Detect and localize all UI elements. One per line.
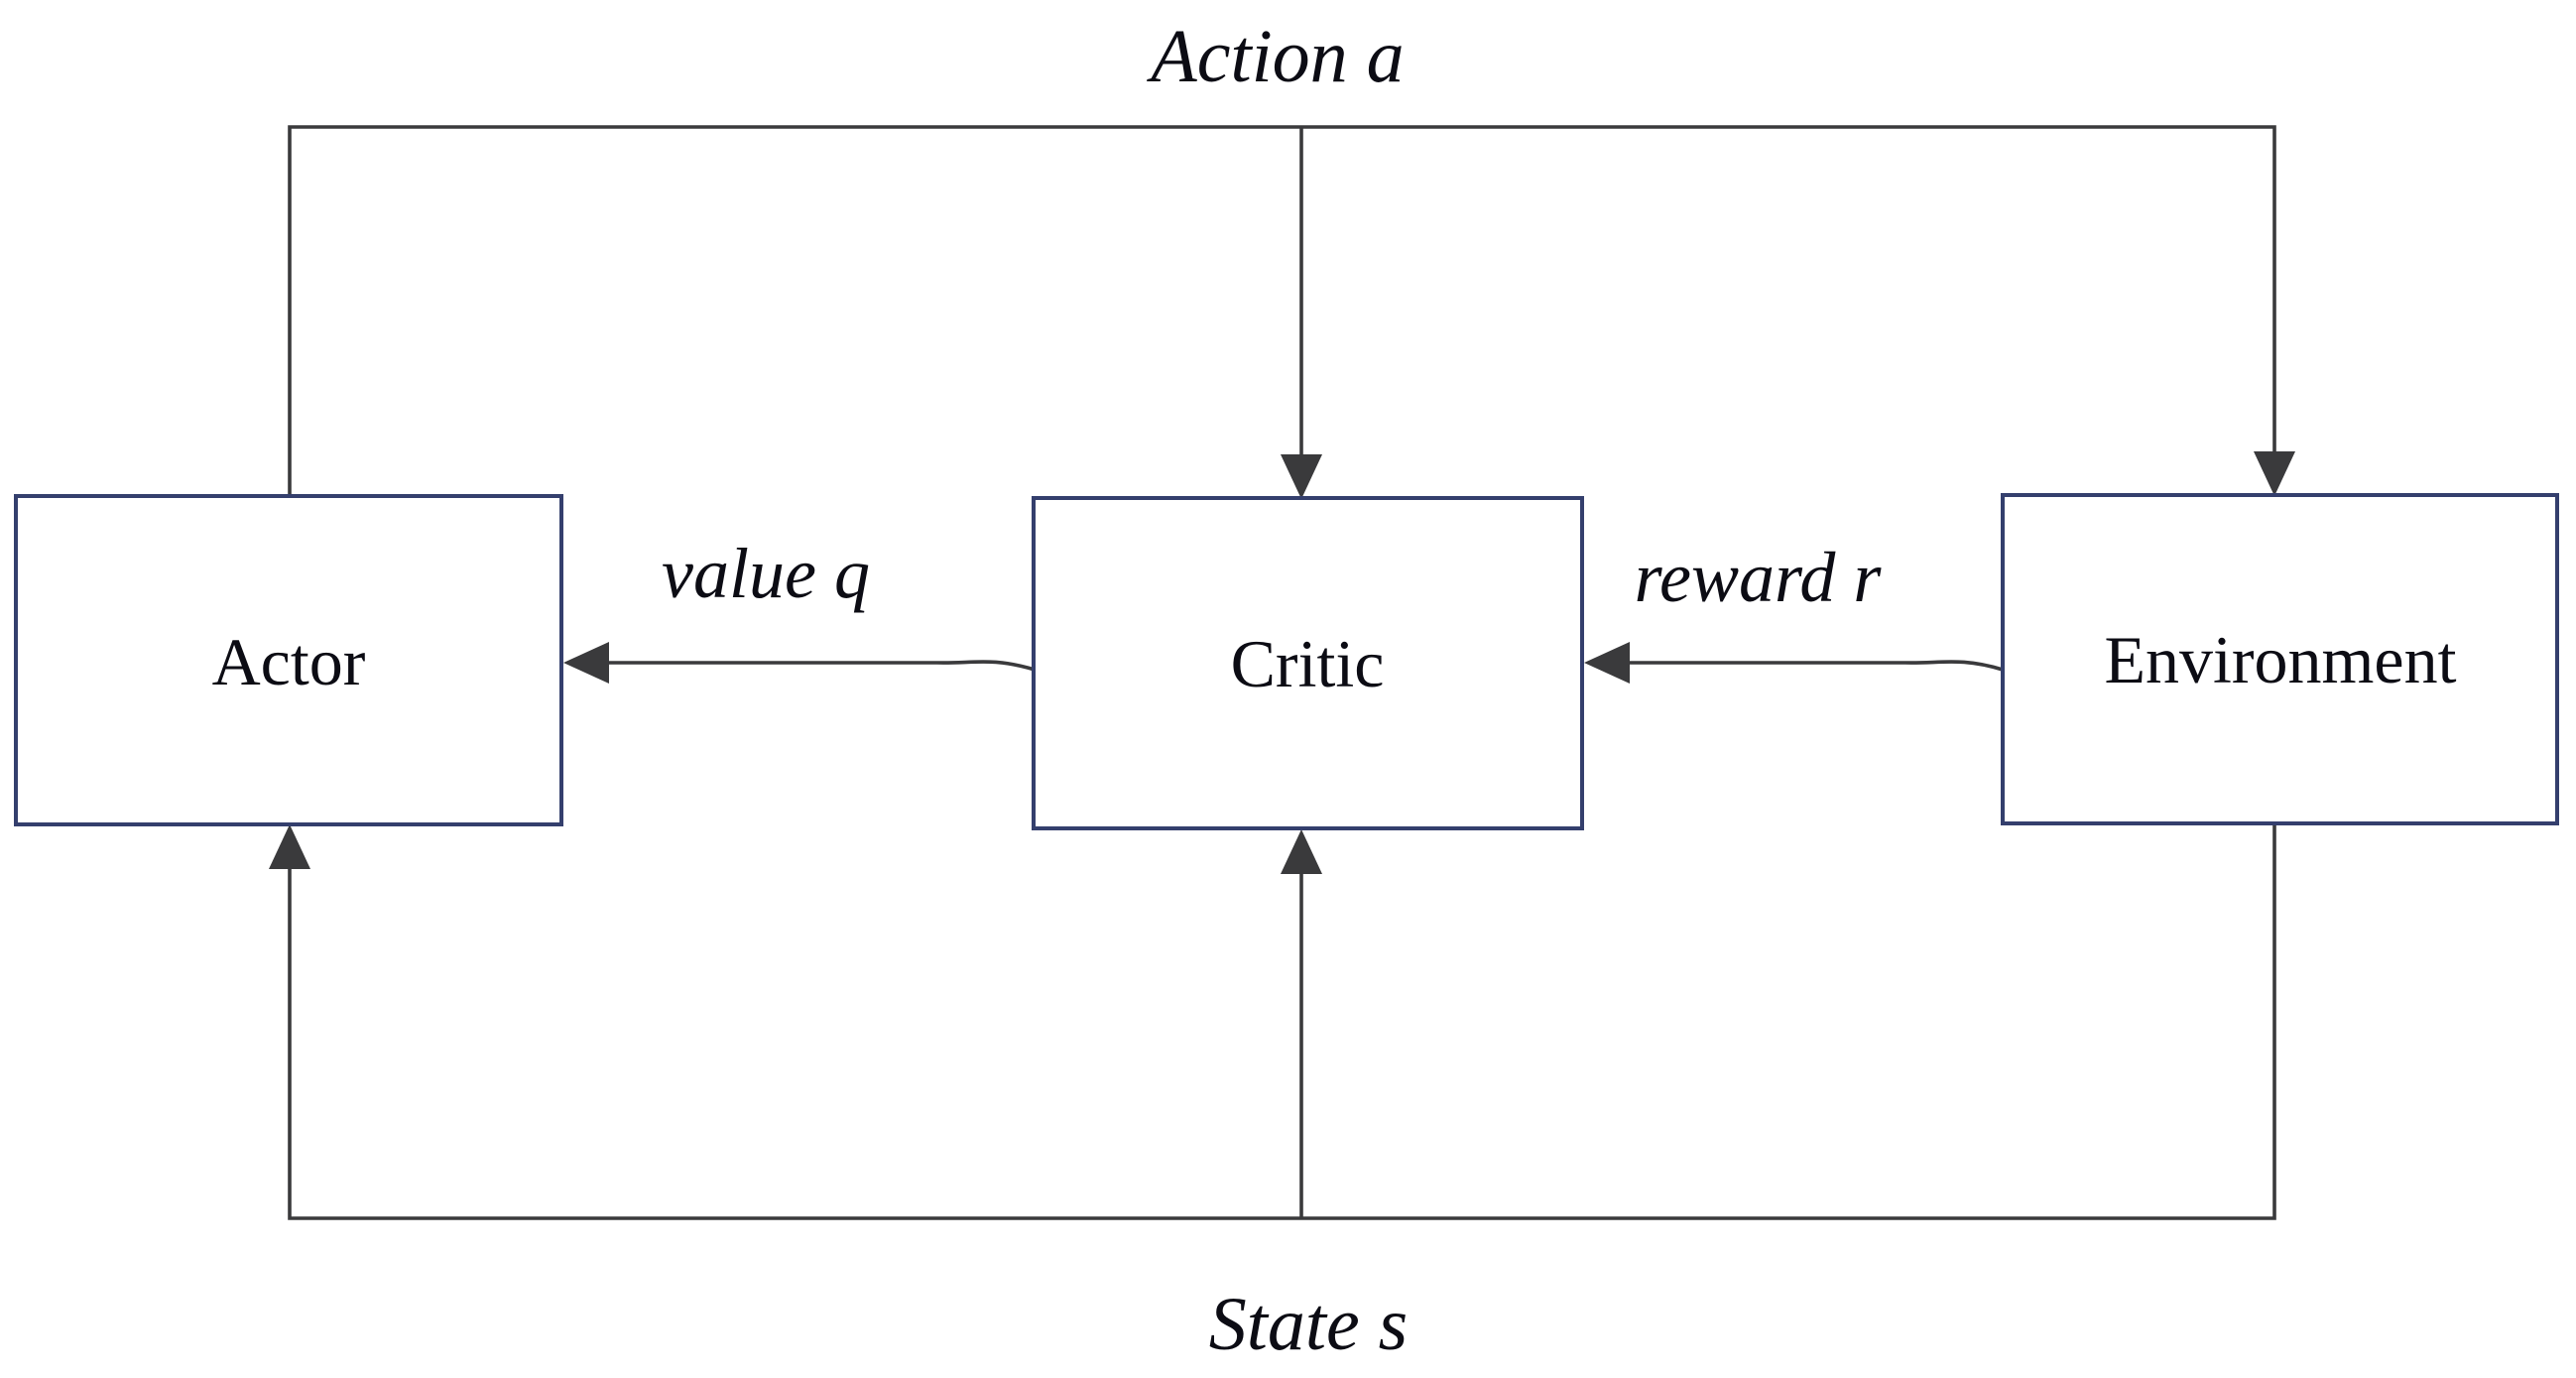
arrowhead-critic-right-icon — [1584, 642, 1630, 684]
reward-edge-label: reward r — [1635, 538, 1883, 617]
edge-reward — [1630, 660, 2004, 672]
value-edge-label: value q — [662, 534, 870, 613]
arrowhead-environment-top-icon — [2254, 451, 2295, 496]
arrowhead-actor-right-icon — [563, 642, 609, 684]
environment-label: Environment — [2104, 622, 2456, 697]
state-edge-label: State s — [1209, 1283, 1409, 1366]
environment-box — [2001, 493, 2559, 825]
arrowhead-actor-bottom-icon — [269, 824, 310, 869]
critic-label: Critic — [1231, 626, 1385, 701]
actor-label: Actor — [212, 624, 366, 699]
edge-state-loop — [288, 823, 2276, 1220]
actor-box — [14, 494, 563, 826]
arrowhead-critic-top-icon — [1281, 454, 1322, 499]
edge-value — [609, 660, 1036, 672]
action-edge-label: Action a — [1146, 15, 1404, 98]
critic-box — [1032, 496, 1584, 830]
edge-action-loop — [288, 125, 2276, 496]
arrowhead-critic-bottom-icon — [1281, 829, 1322, 874]
